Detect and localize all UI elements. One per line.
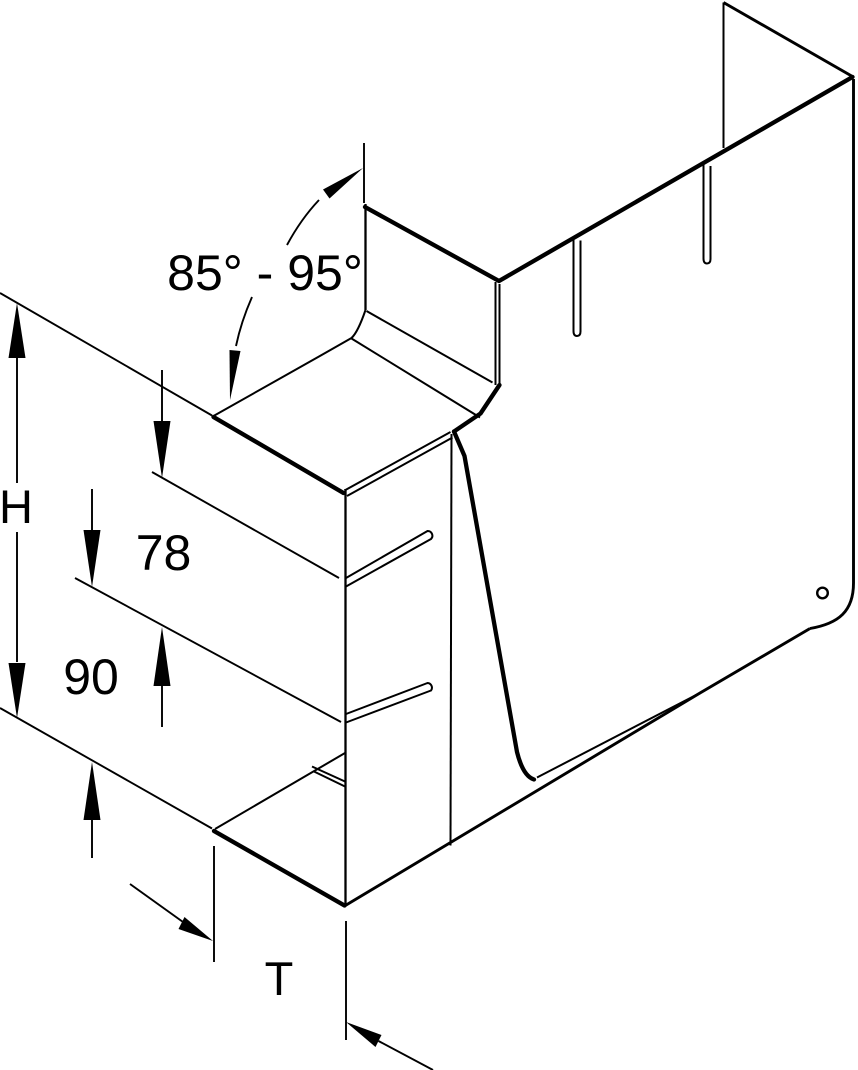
panel-slot-left bbox=[572, 236, 582, 337]
panel-bottom-hem-line bbox=[536, 692, 700, 779]
flange-front-edge bbox=[211, 414, 346, 496]
dim78-arrow-down bbox=[153, 421, 171, 478]
t-arrow-left bbox=[346, 1022, 382, 1047]
dimension-depth-T: T bbox=[129, 883, 434, 1070]
upper-spacing-label: 78 bbox=[136, 525, 192, 581]
dimension-angle: 85° - 95° bbox=[167, 168, 363, 400]
ext-line-top bbox=[0, 292, 213, 417]
front-slot-upper bbox=[345, 530, 434, 588]
flap-bottom-fold bbox=[366, 310, 493, 384]
depth-dim-label: T bbox=[265, 952, 294, 1005]
bottom-flange-top-edge bbox=[214, 752, 346, 830]
dim90-arrow-up bbox=[83, 762, 101, 820]
t-leader-right bbox=[378, 1040, 434, 1070]
lower-spacing-label: 90 bbox=[63, 649, 119, 705]
ext-line-bottom bbox=[0, 707, 213, 830]
front-slot-lower bbox=[345, 682, 433, 724]
left-duct bbox=[211, 204, 537, 908]
flange-fold-line bbox=[350, 337, 481, 419]
panel-right-edge bbox=[809, 79, 855, 630]
h-arrow-down bbox=[8, 663, 26, 718]
dimension-height-H: H bbox=[0, 303, 33, 718]
panel-top-edge bbox=[362, 74, 855, 284]
angle-arrow-lower bbox=[229, 350, 241, 400]
bottom-flange-hem bbox=[311, 765, 346, 788]
angle-arc-upper bbox=[286, 199, 320, 246]
extension-lines bbox=[0, 143, 365, 1040]
panel-far-top-edge bbox=[722, 1, 854, 78]
bottom-flange-bottom-edge bbox=[211, 828, 347, 908]
ext-line-slot-lower bbox=[74, 577, 342, 723]
dimension-90: 90 bbox=[63, 489, 119, 858]
mounting-hole bbox=[816, 586, 830, 600]
flange-outer-edge bbox=[213, 309, 367, 417]
t-arrow-right bbox=[178, 917, 213, 941]
duct-front-right-edge bbox=[449, 433, 453, 846]
dimension-78: 78 bbox=[136, 370, 192, 727]
flap-right-hem bbox=[494, 282, 501, 386]
angle-arc-lower bbox=[235, 296, 253, 347]
height-dim-label: H bbox=[0, 480, 33, 533]
dim78-arrow-up bbox=[153, 627, 171, 686]
panel-bottom-edge bbox=[343, 627, 811, 908]
angle-range-label: 85° - 95° bbox=[167, 245, 363, 301]
flange-front-hem bbox=[344, 431, 453, 497]
t-leader-left bbox=[129, 883, 184, 923]
cut-edge-upper bbox=[451, 382, 502, 434]
ext-line-slot-upper bbox=[151, 471, 340, 579]
right-panel bbox=[343, 1, 855, 908]
cut-edge-lower bbox=[451, 429, 537, 782]
dim90-arrow-down bbox=[83, 530, 101, 587]
angle-arrow-upper bbox=[323, 168, 363, 199]
panel-slot-right bbox=[702, 162, 712, 265]
h-arrow-up bbox=[8, 303, 26, 358]
